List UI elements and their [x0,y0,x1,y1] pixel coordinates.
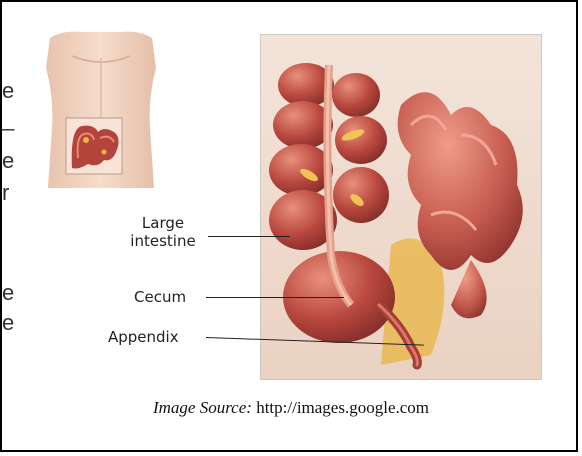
large-intestine-illustration [260,34,542,380]
label-cecum: Cecum [134,288,186,306]
image-source-caption: Image Source: http://images.google.com [0,398,582,418]
leader-line-large-intestine [208,236,290,237]
torso-thumbnail-image [42,28,160,188]
label-large-intestine: Large intestine [108,214,218,250]
caption-url: http://images.google.com [256,398,429,417]
label-large-intestine-text: Large intestine [108,214,218,250]
label-appendix: Appendix [108,328,179,346]
leader-line-cecum [206,297,344,298]
caption-prefix: Image Source: [153,398,252,417]
